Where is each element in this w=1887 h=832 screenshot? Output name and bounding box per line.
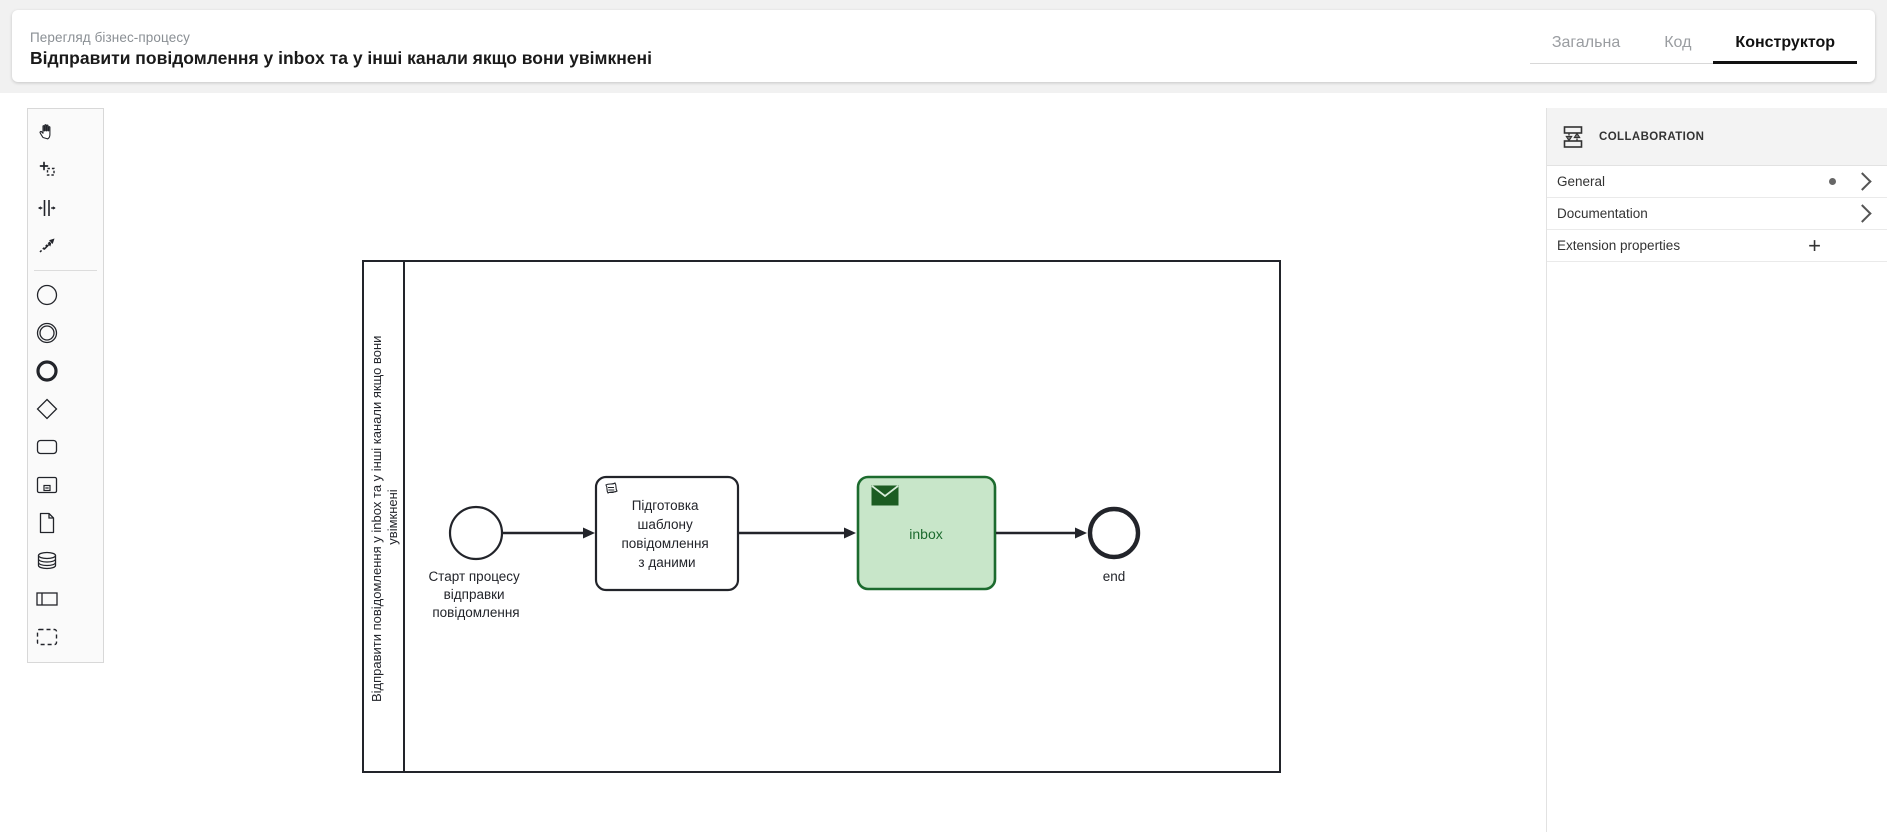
task-icon[interactable] [28, 428, 66, 466]
page-title: Відправити повідомлення у inbox та у інш… [30, 48, 652, 68]
page-header: Перегляд бізнес-процесу Відправити повід… [12, 10, 1875, 82]
tab-underline [1642, 63, 1714, 64]
envelope-icon [871, 485, 899, 506]
intermediate-event-icon[interactable] [28, 314, 66, 352]
tab-underline-active [1713, 61, 1857, 64]
properties-header: COLLABORATION [1547, 108, 1887, 166]
tab-konstruktor[interactable]: Конструктор [1713, 34, 1857, 64]
bpmn-palette [27, 108, 104, 663]
data-object-icon[interactable] [28, 504, 66, 542]
data-store-icon[interactable] [28, 542, 66, 580]
tab-bar: Загальна Код Конструктор [1529, 34, 1857, 64]
tab-underline [1529, 63, 1643, 64]
breadcrumb: Перегляд бізнес-процесу [30, 30, 191, 45]
start-event[interactable]: Старт процесу відправки повідомлення [428, 505, 523, 620]
chevron-right-icon [1853, 172, 1872, 191]
sequence-flow-1[interactable] [503, 527, 595, 539]
end-event[interactable]: end [1087, 506, 1141, 584]
tab-label: Код [1664, 34, 1692, 51]
space-tool-icon[interactable] [28, 189, 66, 227]
palette-divider [34, 270, 97, 271]
properties-row-label: General [1557, 174, 1606, 189]
start-event-icon[interactable] [28, 276, 66, 314]
chevron-right-icon [1853, 204, 1872, 223]
properties-row-extension-properties[interactable]: Extension properties + [1547, 230, 1887, 262]
subprocess-icon[interactable] [28, 466, 66, 504]
palette-tools-group [28, 113, 103, 265]
properties-panel: COLLABORATION General Documentation Exte… [1546, 108, 1887, 832]
gateway-icon[interactable] [28, 390, 66, 428]
properties-row-documentation[interactable]: Documentation [1547, 198, 1887, 230]
connect-tool-icon[interactable] [28, 227, 66, 265]
properties-header-title: COLLABORATION [1599, 130, 1705, 143]
tab-zagalna[interactable]: Загальна [1529, 34, 1643, 64]
sequence-flow-3[interactable] [996, 527, 1087, 539]
palette-elements-group [28, 276, 103, 656]
end-event-icon[interactable] [28, 352, 66, 390]
lasso-tool-icon[interactable] [28, 151, 66, 189]
send-task[interactable]: inbox [856, 475, 997, 591]
properties-row-general[interactable]: General [1547, 166, 1887, 198]
bpmn-diagram[interactable]: Відправити повідомлення у inbox та у інш… [0, 93, 1887, 832]
collaboration-icon [1563, 125, 1583, 148]
tab-kod[interactable]: Код [1642, 34, 1714, 64]
group-icon[interactable] [28, 618, 66, 656]
participant-icon[interactable] [28, 580, 66, 618]
start-event-label: Старт процесу відправки повідомлення [428, 569, 523, 620]
pool-label: Відправити повідомлення у inbox та у інш… [369, 332, 400, 702]
script-task[interactable]: Підготовка шаблону повідомлення з даними [594, 475, 740, 592]
tab-label: Загальна [1551, 34, 1621, 51]
script-task-label: Підготовка шаблону повідомлення з даними [621, 498, 712, 570]
properties-row-label: Extension properties [1557, 238, 1681, 253]
add-extension-property-icon[interactable]: + [1808, 232, 1821, 258]
properties-row-label: Documentation [1557, 206, 1648, 221]
send-task-label: inbox [909, 526, 942, 542]
general-status-dot [1829, 178, 1836, 185]
pool-participant[interactable]: Відправити повідомлення у inbox та у інш… [362, 260, 1281, 773]
tab-label: Конструктор [1735, 34, 1835, 51]
end-event-label: end [1103, 569, 1126, 584]
script-task-icon [605, 482, 618, 494]
hand-tool-icon[interactable] [28, 113, 66, 151]
sequence-flow-2[interactable] [739, 527, 856, 539]
